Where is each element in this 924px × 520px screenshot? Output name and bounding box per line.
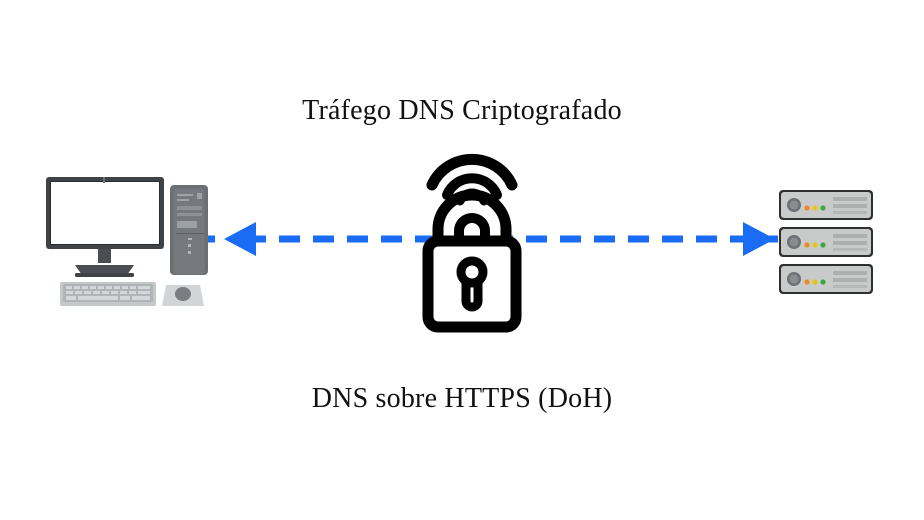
lock-shackle (432, 189, 512, 248)
padlock-wifi-icon (412, 143, 532, 333)
server-rack-icon (775, 188, 880, 298)
page-title-top: Tráfego DNS Criptografado (302, 95, 622, 126)
page-title-bottom: DNS sobre HTTPS (DoH) (311, 383, 613, 414)
computer-tower-icon (170, 185, 208, 275)
server-unit (779, 227, 873, 257)
mouse-icon (162, 285, 204, 306)
server-unit (779, 190, 873, 220)
client-computer-icon (42, 172, 222, 312)
arrow-right-icon (743, 222, 775, 256)
arrow-left-icon (224, 222, 256, 256)
monitor-icon (46, 177, 164, 277)
keyhole-icon (456, 256, 488, 312)
server-unit (779, 264, 873, 294)
keyboard-icon (60, 282, 156, 306)
